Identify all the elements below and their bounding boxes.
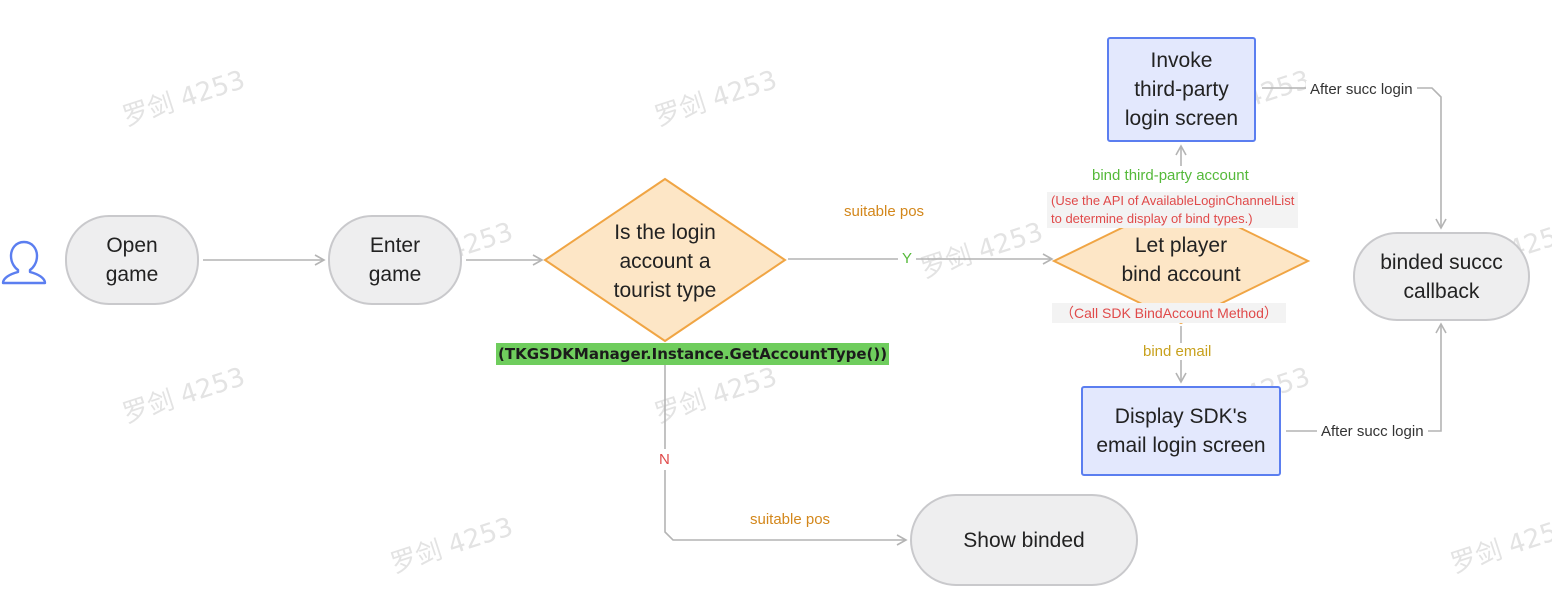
yes-label: Y <box>898 250 917 267</box>
open-game-node: Open game <box>65 215 199 305</box>
decision-diamond-shape <box>543 177 787 343</box>
get-account-type-code-note: (TKGSDKManager.Instance.GetAccountType()… <box>496 343 890 365</box>
after-succ-login-label: After succ login <box>1306 81 1417 98</box>
display-email-login-node: Display SDK's email login screen <box>1081 386 1281 476</box>
bind-method-note: （Call SDK BindAccount Method） <box>1052 303 1286 323</box>
bind-diamond-shape <box>1051 197 1311 325</box>
is-tourist-decision-label: Is the login account a tourist type <box>613 221 717 302</box>
after-succ-login-label: After succ login <box>1317 423 1428 440</box>
let-player-bind-decision-label: Let player bind account <box>1121 234 1241 286</box>
suitable-pos-label: suitable pos <box>844 203 925 220</box>
bind-third-party-label: bind third-party account <box>1092 167 1249 184</box>
bind-email-label: bind email <box>1139 343 1216 360</box>
connector-email-to-callback <box>1286 322 1447 432</box>
suitable-pos-label: suitable pos <box>750 511 831 528</box>
connector-decision-to-show-binded-no <box>664 362 908 546</box>
no-label: N <box>655 449 674 470</box>
api-note: (Use the API of AvailableLoginChannelLis… <box>1047 192 1299 228</box>
user-icon <box>1 240 47 285</box>
enter-game-node: Enter game <box>328 215 462 305</box>
show-binded-node: Show binded <box>910 494 1138 586</box>
binded-callback-node: binded succc callback <box>1353 232 1530 321</box>
invoke-third-party-login-node: Invoke third-party login screen <box>1107 37 1256 142</box>
